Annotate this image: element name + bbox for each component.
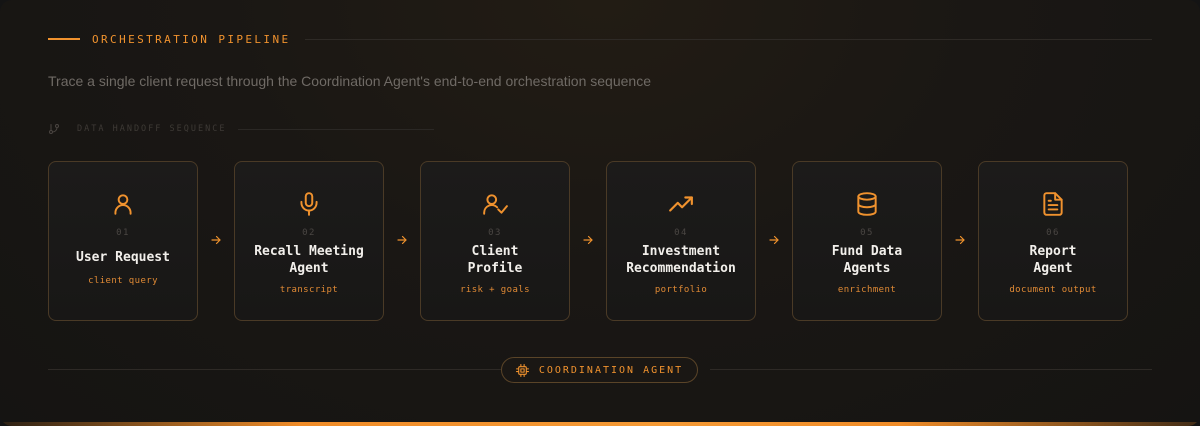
- step-number: 04: [674, 228, 688, 238]
- step-number: 05: [860, 228, 874, 238]
- file-text-icon: [1040, 191, 1066, 217]
- step-output: risk + goals: [460, 285, 530, 295]
- bottom-accent-bar: [0, 422, 1200, 426]
- handoff-sequence-heading: DATA HANDOFF SEQUENCE: [48, 122, 434, 136]
- step-output: document output: [1009, 285, 1097, 295]
- pipeline-step-investment-recommendation[interactable]: 04 Investment Recommendation portfolio: [606, 161, 756, 321]
- coordination-divider-left: [48, 369, 501, 370]
- step-number: 02: [302, 228, 316, 238]
- pipeline-step-recall-meeting-agent[interactable]: 02 Recall Meeting Agent transcript: [234, 161, 384, 321]
- arrow-right-icon: [768, 234, 780, 246]
- header-accent-dash: [48, 38, 80, 40]
- arrow-right-icon: [954, 234, 966, 246]
- pipeline-step-fund-data-agents[interactable]: 05 Fund Data Agents enrichment: [792, 161, 942, 321]
- step-name: Report Agent: [1029, 244, 1077, 276]
- step-output: enrichment: [837, 285, 897, 295]
- arrow-right-icon: [396, 234, 408, 246]
- handoff-divider: [238, 128, 434, 130]
- git-branch-icon: [49, 124, 59, 134]
- header-divider: [304, 38, 1152, 40]
- arrow-right-icon: [582, 234, 594, 246]
- step-output: client query: [88, 276, 158, 286]
- section-subtitle: Trace a single client request through th…: [48, 73, 651, 89]
- step-name: Recall Meeting Agent: [254, 244, 364, 276]
- section-title: ORCHESTRATION PIPELINE: [92, 32, 291, 46]
- trending-up-icon: [668, 191, 694, 217]
- section-header: ORCHESTRATION PIPELINE: [48, 30, 1152, 48]
- cpu-chip-icon: [515, 363, 529, 377]
- microphone-icon: [296, 191, 322, 217]
- step-name: Client Profile: [467, 244, 523, 276]
- step-name: Investment Recommendation: [626, 244, 736, 276]
- step-name: User Request: [76, 250, 170, 265]
- handoff-sequence-label: DATA HANDOFF SEQUENCE: [77, 124, 227, 134]
- step-number: 06: [1046, 228, 1060, 238]
- pipeline-step-user-request[interactable]: 01 User Request client query: [48, 161, 198, 321]
- step-number: 01: [116, 228, 130, 238]
- pipeline-step-client-profile[interactable]: 03 Client Profile risk + goals: [420, 161, 570, 321]
- arrow-right-icon: [210, 234, 222, 246]
- step-output: portfolio: [654, 285, 708, 295]
- coordination-agent-badge[interactable]: COORDINATION AGENT: [501, 357, 698, 383]
- step-number: 03: [488, 228, 502, 238]
- database-icon: [854, 191, 880, 217]
- user-check-icon: [482, 191, 508, 217]
- coordination-agent-label: COORDINATION AGENT: [538, 364, 684, 376]
- step-output: transcript: [279, 285, 339, 295]
- step-name: Fund Data Agents: [831, 244, 903, 276]
- pipeline-step-report-agent[interactable]: 06 Report Agent document output: [978, 161, 1128, 321]
- coordination-divider-right: [710, 369, 1152, 370]
- user-icon: [110, 191, 136, 217]
